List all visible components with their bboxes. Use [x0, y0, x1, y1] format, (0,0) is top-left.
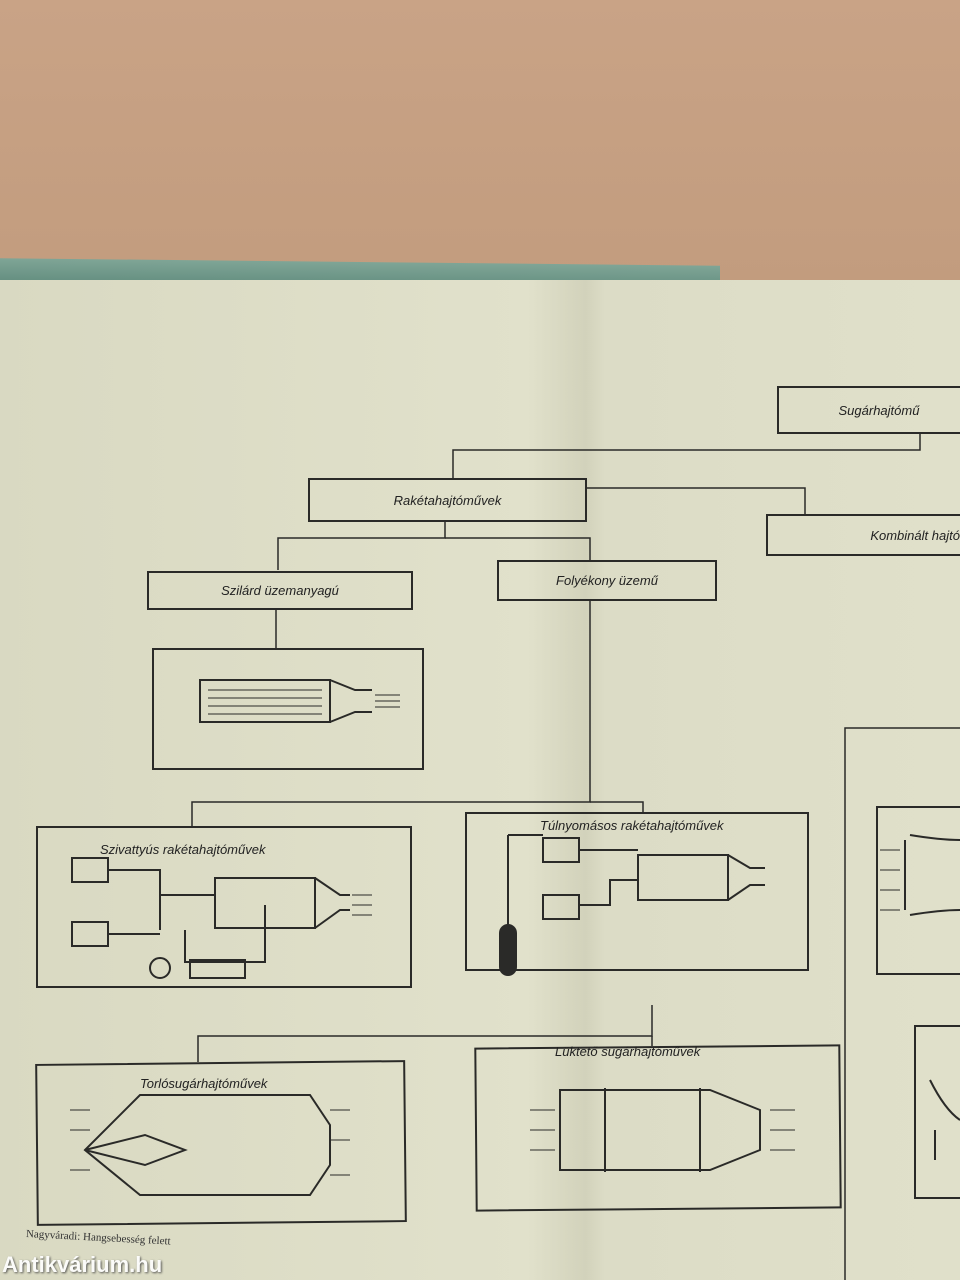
liquid-fuel-box: Folyékony üzemű — [497, 560, 717, 601]
pump-rocket-drawing — [71, 857, 372, 979]
solid-fuel-box: Szilárd üzemanyagú — [147, 571, 413, 610]
pulsejet-drawing — [530, 1088, 795, 1172]
combined-engine-label: Kombinált hajtómű — [870, 527, 960, 543]
pressure-rocket-title: Túlnyomásos rakétahajtóművek — [540, 818, 724, 833]
solid-rocket-drawing — [199, 679, 400, 723]
pump-rocket-title: Szivattyús rakétahajtóművek — [100, 842, 266, 857]
book-page — [0, 280, 960, 1280]
solid-rocket-panel — [152, 648, 424, 770]
pump-rocket-panel — [36, 826, 412, 988]
liquid-fuel-label: Folyékony üzemű — [556, 573, 658, 588]
watermark: Antikvárium.hu — [2, 1252, 163, 1277]
pressure-rocket-drawing — [499, 834, 765, 976]
pulsejet-panel — [474, 1044, 842, 1212]
jet-engine-label: Sugárhajtómű — [838, 402, 920, 418]
solid-fuel-label: Szilárd üzemanyagú — [221, 583, 339, 598]
pressure-rocket-panel — [465, 812, 809, 971]
rocket-engines-label: Rakétahajtóművek — [393, 492, 502, 508]
ramjet-title: Torlósugárhajtóművek — [140, 1076, 268, 1091]
ramjet-drawing — [70, 1094, 350, 1196]
jet-engine-box: Sugárhajtómű — [777, 386, 960, 434]
turbojet-drawing — [880, 834, 960, 1160]
wall-background — [0, 0, 960, 290]
rocket-engines-box: Rakétahajtóművek — [308, 478, 587, 522]
pulsejet-title: Lüktető sugárhajtóművek — [555, 1044, 701, 1059]
turbojet-panel — [876, 806, 960, 975]
turbofan-panel — [914, 1025, 960, 1199]
combined-engine-box: Kombinált hajtómű — [766, 514, 960, 556]
